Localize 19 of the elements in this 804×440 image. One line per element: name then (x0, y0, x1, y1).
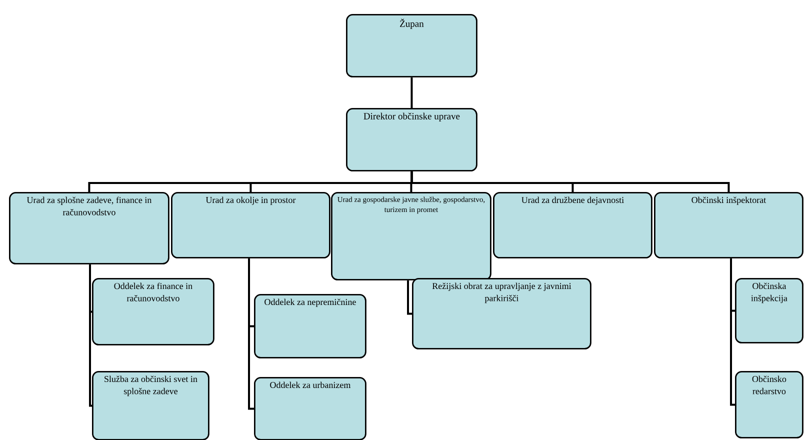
connector-line (248, 258, 254, 410)
org-box: Oddelek za urbanizem (254, 377, 366, 440)
connector-line (410, 171, 730, 192)
org-box: Oddelek za finance in računovodstvo (92, 278, 214, 346)
org-box: Občinska inšpekcija (735, 278, 804, 344)
org-box: Urad za okolje in prostor (171, 192, 330, 258)
connector-line (410, 77, 413, 108)
org-box: Urad za družbene dejavnosti (493, 192, 652, 258)
org-box: Režijski obrat za upravljanje z javnimi parkirišči (412, 278, 592, 350)
org-box: Služba za občinski svet in splošne zadeve (92, 371, 210, 440)
connector-line (407, 280, 412, 315)
org-box: Urad za splošne zadeve, finance in računovodstvo (9, 192, 170, 264)
connector-line (730, 258, 735, 406)
org-box: Oddelek za nepremičnine (254, 294, 366, 358)
org-box: Občinsko redarstvo (735, 371, 804, 438)
org-box: Občinski inšpektorat (654, 192, 804, 258)
connector-line (89, 264, 92, 407)
org-box: Župan (346, 14, 478, 78)
org-box: Direktor občinske uprave (346, 108, 478, 172)
